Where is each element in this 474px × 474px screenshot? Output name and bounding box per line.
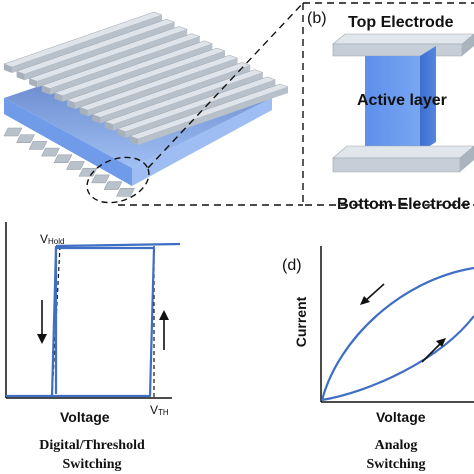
top-electrode-bar-side — [62, 43, 213, 102]
top-electrode-bar-side — [12, 15, 162, 73]
bottom-electrode-stubs — [3, 127, 135, 197]
panel-c-plot — [5, 222, 181, 399]
top-electrode-bar-end — [67, 100, 75, 109]
bottom-electrode-label: Bottom Electrode — [337, 196, 470, 213]
bottom-electrode-stub — [53, 154, 73, 164]
top-electrode-bar-end — [79, 107, 88, 117]
top-electrode-bar-end — [29, 78, 38, 88]
bottom-electrode-stub — [16, 134, 35, 143]
top-electrode-bar-end — [54, 92, 63, 102]
top-electrode-bar-side — [75, 51, 225, 109]
bottom-electrode-stub — [78, 167, 98, 177]
analog-lower-curve — [321, 315, 474, 402]
bottom-electrode-top — [332, 145, 474, 159]
analog-arrow-forward-icon — [436, 338, 446, 347]
bottom-electrode-stub — [103, 181, 123, 190]
array-active-right — [132, 98, 272, 186]
top-electrode-bar-side — [87, 58, 238, 117]
top-electrode-bar-end — [130, 136, 138, 145]
panel-c-caption-2: Switching — [62, 457, 121, 472]
top-electrode-bar-side — [125, 79, 276, 138]
crossbar-array — [3, 11, 289, 197]
top-electrode-bar-end — [92, 114, 101, 124]
panel-b-label: (b) — [307, 10, 327, 27]
top-electrode-front — [332, 43, 463, 57]
panel-c-caption-1: Digital/Threshold — [39, 438, 145, 453]
bottom-electrode-stub — [91, 174, 110, 184]
panel-c-xlabel: Voltage — [60, 409, 110, 425]
top-electrode-bar-side — [138, 87, 288, 145]
top-electrode-bar-side — [49, 36, 200, 95]
panel-d-ylabel: Current — [293, 296, 309, 347]
bottom-electrode-stub — [3, 127, 23, 137]
top-electrode-bar-end — [16, 71, 25, 81]
top-electrode-bars — [3, 11, 289, 145]
panel-b-frame — [302, 2, 474, 206]
panel-d-caption-2: Switching — [366, 457, 425, 472]
top-electrode-bar-end — [4, 64, 12, 73]
v-th-label: VTH — [150, 403, 169, 417]
up-arrow-icon — [159, 310, 169, 320]
top-electrode-bar-side — [112, 72, 263, 131]
zoom-line-top — [147, 2, 304, 169]
active-layer-front — [365, 56, 420, 152]
bottom-electrode-stub — [41, 147, 60, 157]
active-layer-side — [420, 46, 436, 152]
top-electrode-bar-side — [24, 22, 175, 81]
top-electrode-bar-side — [37, 29, 188, 88]
highlight-ellipse — [86, 156, 150, 204]
bottom-electrode-front — [332, 157, 461, 173]
down-arrow-icon — [37, 334, 47, 344]
analog-arrow-forward-shaft — [421, 341, 443, 363]
bottom-electrode-stub — [28, 141, 48, 150]
panel-d-plot — [320, 246, 474, 403]
top-electrode-bar-side — [100, 65, 251, 124]
v-hold-label: VHold — [40, 232, 64, 246]
panel-d-label: (d) — [282, 257, 302, 274]
hold-branch — [55, 242, 181, 248]
panel-d-caption-1: Analog — [375, 438, 418, 453]
bottom-electrode-stub — [116, 188, 135, 197]
top-electrode-bar-end — [104, 121, 113, 131]
analog-arrow-back-icon — [360, 296, 370, 305]
top-electrode-top — [332, 33, 474, 45]
bottom-electrode-stub — [66, 161, 85, 170]
top-electrode-bar-end — [117, 128, 126, 138]
active-layer-label: Active layer — [357, 92, 447, 109]
cell-3d — [332, 33, 474, 173]
analog-arrow-back-shaft — [363, 283, 385, 303]
top-electrode-bar-end — [41, 85, 50, 95]
analog-upper-curve — [320, 266, 474, 401]
top-electrode-side — [462, 34, 474, 56]
top-electrode-label: Top Electrode — [348, 14, 454, 31]
panel-d-xlabel: Voltage — [376, 409, 426, 425]
bottom-electrode-side — [460, 146, 474, 172]
threshold-switching-curve — [6, 246, 156, 398]
array-active-front — [4, 98, 132, 186]
